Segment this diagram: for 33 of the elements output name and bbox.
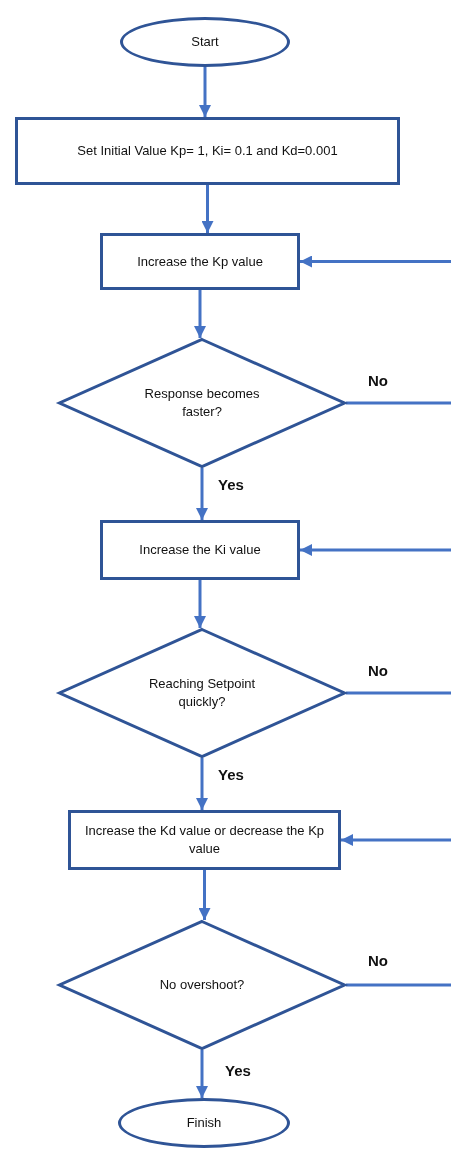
flow-arrow bbox=[201, 185, 214, 233]
node-text: Increase the Kd value or decrease the Kp value bbox=[83, 822, 326, 858]
decision-diamond bbox=[58, 628, 346, 758]
flow-arrow bbox=[196, 468, 208, 520]
edge-label: No bbox=[368, 952, 388, 969]
decision-diamond bbox=[58, 920, 346, 1050]
node-text: Start bbox=[191, 33, 219, 51]
flow-arrow bbox=[194, 290, 206, 338]
process-box bbox=[100, 233, 300, 290]
node-text: Response becomes faster? bbox=[143, 385, 261, 421]
edge-label: No bbox=[368, 372, 388, 389]
flow-arrow bbox=[341, 834, 451, 846]
edge-label: Yes bbox=[218, 766, 244, 783]
process-box bbox=[15, 117, 400, 185]
flow-arrow bbox=[196, 1050, 208, 1098]
edge-label: No bbox=[368, 662, 388, 679]
flow-arrow bbox=[300, 255, 451, 268]
flow-arrow bbox=[300, 544, 451, 556]
flow-arrow bbox=[198, 870, 211, 920]
process-box bbox=[68, 810, 341, 870]
edge-label: Yes bbox=[218, 476, 244, 493]
node-text: Finish bbox=[186, 1114, 222, 1132]
process-box bbox=[100, 520, 300, 580]
decision-diamond bbox=[58, 338, 346, 468]
node-text: Increase the Kp value bbox=[137, 252, 263, 271]
edge-label: Yes bbox=[225, 1062, 251, 1079]
flow-arrow bbox=[194, 580, 206, 628]
flow-arrow bbox=[196, 758, 208, 810]
node-text: Set Initial Value Kp= 1, Ki= 0.1 and Kd=0.001 bbox=[77, 142, 338, 160]
node-text: Reaching Setpoint quickly? bbox=[147, 675, 257, 711]
node-text: No overshoot? bbox=[159, 976, 245, 994]
flow-arrow bbox=[199, 67, 211, 117]
node-text: Increase the Ki value bbox=[139, 541, 261, 559]
